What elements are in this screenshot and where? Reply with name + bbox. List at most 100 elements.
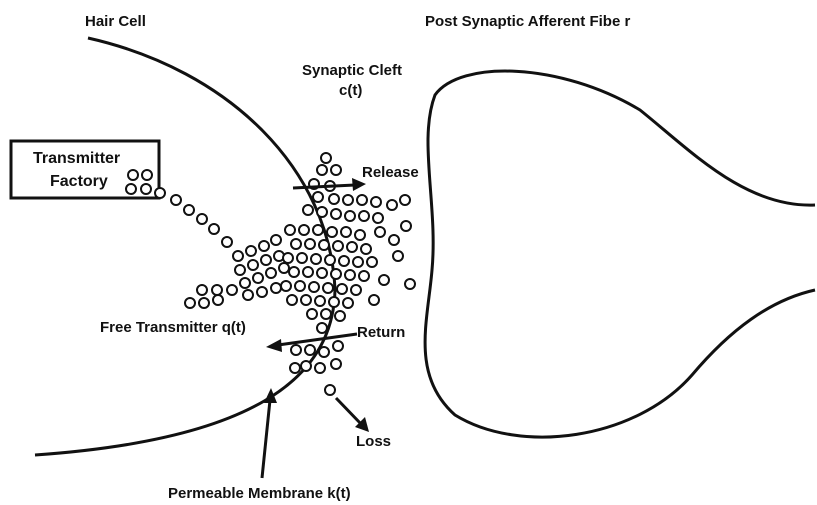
transmitter-vesicle bbox=[331, 209, 341, 219]
transmitter-vesicle bbox=[389, 235, 399, 245]
transmitter-vesicle bbox=[271, 235, 281, 245]
transmitter-vesicle bbox=[266, 268, 276, 278]
transmitter-vesicle bbox=[359, 271, 369, 281]
transmitter-vesicle bbox=[345, 270, 355, 280]
transmitter-vesicle bbox=[341, 227, 351, 237]
transmitter-vesicle bbox=[347, 242, 357, 252]
hair-cell-label: Hair Cell bbox=[85, 13, 146, 30]
transmitter-vesicle bbox=[369, 295, 379, 305]
transmitter-vesicle bbox=[393, 251, 403, 261]
loss-arrow bbox=[336, 398, 369, 432]
afferent-fiber-outline bbox=[425, 71, 815, 437]
transmitter-vesicle bbox=[329, 194, 339, 204]
transmitter-vesicle bbox=[345, 211, 355, 221]
transmitter-vesicle bbox=[327, 227, 337, 237]
transmitter-vesicle bbox=[297, 253, 307, 263]
free-transmitter-label: Free Transmitter q(t) bbox=[100, 319, 246, 336]
transmitter-vesicle bbox=[199, 298, 209, 308]
transmitter-vesicle bbox=[375, 227, 385, 237]
transmitter-vesicle bbox=[351, 285, 361, 295]
transmitter-vesicle bbox=[387, 200, 397, 210]
transmitter-vesicle bbox=[331, 359, 341, 369]
transmitter-vesicle bbox=[331, 269, 341, 279]
transmitter-vesicle bbox=[128, 170, 138, 180]
transmitter-vesicle bbox=[400, 195, 410, 205]
transmitter-vesicle bbox=[315, 296, 325, 306]
post-synaptic-label: Post Synaptic Afferent Fibe r bbox=[425, 13, 630, 30]
transmitter-vesicle bbox=[313, 225, 323, 235]
transmitter-vesicle bbox=[355, 230, 365, 240]
transmitter-vesicle bbox=[361, 244, 371, 254]
transmitter-vesicle bbox=[253, 273, 263, 283]
transmitter-vesicle bbox=[155, 188, 165, 198]
transmitter-vesicle bbox=[248, 260, 258, 270]
transmitter-vesicle bbox=[279, 263, 289, 273]
transmitter-vesicle bbox=[307, 309, 317, 319]
transmitter-vesicle bbox=[323, 283, 333, 293]
transmitter-vesicle bbox=[331, 165, 341, 175]
transmitter-vesicle bbox=[401, 221, 411, 231]
transmitter-vesicle bbox=[283, 253, 293, 263]
transmitter-vesicle bbox=[281, 281, 291, 291]
synaptic-cleft-label: Synaptic Cleft bbox=[302, 62, 402, 79]
transmitter-vesicle bbox=[313, 192, 323, 202]
transmitter-vesicle bbox=[235, 265, 245, 275]
transmitter-vesicle bbox=[259, 241, 269, 251]
transmitter-vesicle bbox=[343, 195, 353, 205]
transmitter-vesicle bbox=[291, 345, 301, 355]
transmitter-vesicle bbox=[379, 275, 389, 285]
transmitter-vesicle bbox=[287, 295, 297, 305]
transmitter-vesicle bbox=[142, 170, 152, 180]
transmitter-vesicle bbox=[301, 295, 311, 305]
release-label: Release bbox=[362, 164, 419, 181]
transmitter-vesicle bbox=[371, 197, 381, 207]
transmitter-vesicle bbox=[243, 290, 253, 300]
transmitter-vesicle bbox=[317, 323, 327, 333]
transmitter-vesicle bbox=[233, 251, 243, 261]
transmitter-vesicle bbox=[333, 341, 343, 351]
transmitter-vesicle bbox=[285, 225, 295, 235]
transmitter-vesicle bbox=[311, 254, 321, 264]
transmitter-vesicle bbox=[271, 283, 281, 293]
hair-cell-membrane bbox=[35, 38, 335, 455]
transmitter-vesicle bbox=[359, 211, 369, 221]
factory-label-line2: Factory bbox=[50, 173, 108, 190]
permeable-membrane-label: Permeable Membrane k(t) bbox=[168, 485, 351, 502]
transmitter-vesicle bbox=[213, 295, 223, 305]
transmitter-vesicle bbox=[184, 205, 194, 215]
transmitter-vesicle bbox=[373, 213, 383, 223]
cleft-concentration-label: c(t) bbox=[339, 82, 362, 99]
loss-label: Loss bbox=[356, 433, 391, 450]
transmitter-vesicle bbox=[317, 165, 327, 175]
transmitter-vesicle bbox=[185, 298, 195, 308]
transmitter-vesicle bbox=[339, 256, 349, 266]
transmitter-vesicle bbox=[321, 153, 331, 163]
transmitter-vesicle bbox=[367, 257, 377, 267]
transmitter-vesicle bbox=[171, 195, 181, 205]
transmitter-vesicle bbox=[290, 363, 300, 373]
transmitter-vesicle bbox=[321, 309, 331, 319]
transmitter-vesicle bbox=[329, 297, 339, 307]
transmitter-vesicle bbox=[227, 285, 237, 295]
transmitter-vesicle bbox=[317, 207, 327, 217]
transmitter-vesicle bbox=[303, 267, 313, 277]
transmitter-vesicle bbox=[333, 241, 343, 251]
transmitter-vesicle bbox=[299, 225, 309, 235]
transmitter-vesicle bbox=[305, 239, 315, 249]
transmitter-vesicle bbox=[405, 279, 415, 289]
transmitter-vesicle bbox=[301, 361, 311, 371]
transmitter-vesicle bbox=[309, 282, 319, 292]
transmitter-vesicle bbox=[303, 205, 313, 215]
transmitter-vesicle bbox=[289, 267, 299, 277]
transmitter-vesicle bbox=[257, 287, 267, 297]
transmitter-vesicle bbox=[319, 347, 329, 357]
transmitter-vesicle bbox=[353, 257, 363, 267]
transmitter-vesicle bbox=[295, 281, 305, 291]
transmitter-vesicle bbox=[141, 184, 151, 194]
transmitter-vesicle bbox=[325, 255, 335, 265]
transmitter-vesicle bbox=[212, 285, 222, 295]
transmitter-vesicle bbox=[317, 268, 327, 278]
transmitter-vesicle bbox=[246, 246, 256, 256]
transmitter-vesicle bbox=[291, 239, 301, 249]
